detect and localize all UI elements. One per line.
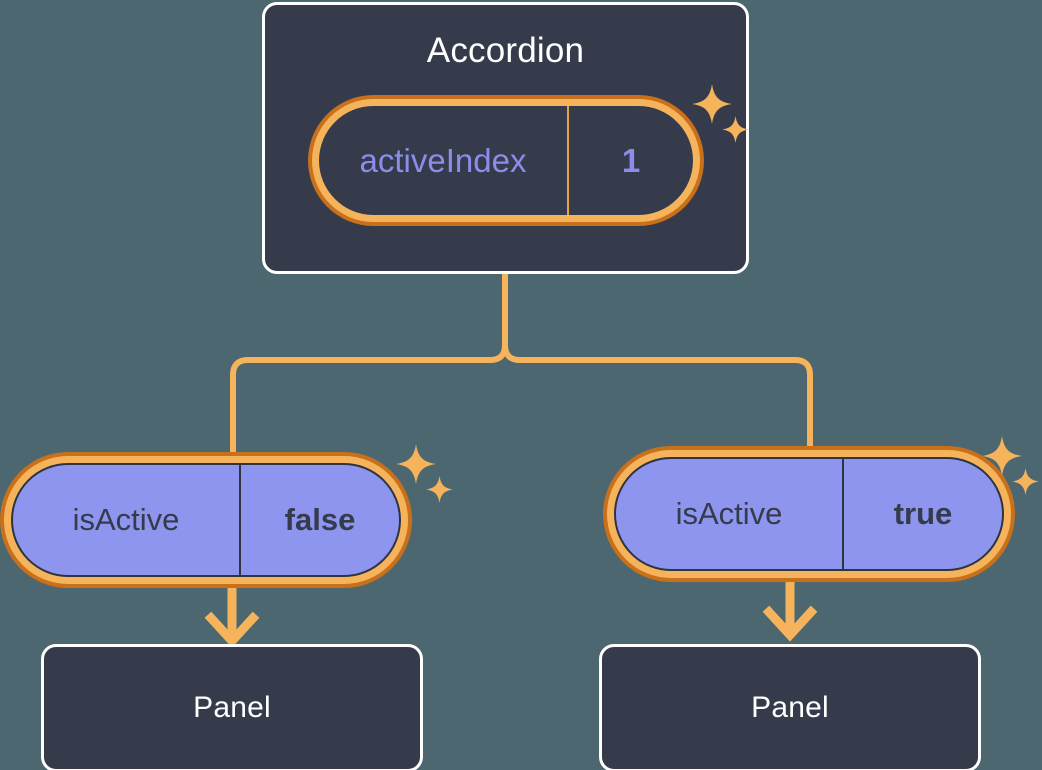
state-key-label: isActive — [616, 459, 844, 569]
arrow-down-icon-right — [762, 605, 818, 642]
wire-root-to-left — [230, 271, 508, 455]
component-panel-right[interactable]: Panel — [599, 644, 981, 770]
page-title: Accordion — [426, 31, 585, 70]
state-value-label: false — [284, 502, 356, 537]
state-value-label: 1 — [621, 141, 641, 179]
sparkle-icon — [396, 444, 436, 484]
component-panel-left[interactable]: Panel — [41, 644, 423, 770]
panel-title: Panel — [751, 691, 829, 724]
pill-face: isActive true — [614, 457, 1004, 571]
sparkle-icon — [426, 476, 453, 503]
pill-face: activeIndex 1 — [319, 106, 693, 215]
wire-root-to-right — [502, 271, 813, 449]
sparkle-icon — [1012, 468, 1039, 495]
state-pill-is-active-right[interactable]: isActive true — [603, 446, 1015, 582]
panel-title: Panel — [193, 691, 271, 724]
state-pill-active-index[interactable]: activeIndex 1 — [308, 95, 704, 226]
state-key-label: activeIndex — [319, 106, 569, 215]
arrow-down-icon-left — [204, 611, 260, 648]
state-pill-is-active-left[interactable]: isActive false — [0, 452, 412, 588]
pill-face: isActive false — [11, 463, 401, 577]
state-key-label: isActive — [13, 465, 241, 575]
state-value-label: true — [893, 496, 953, 531]
